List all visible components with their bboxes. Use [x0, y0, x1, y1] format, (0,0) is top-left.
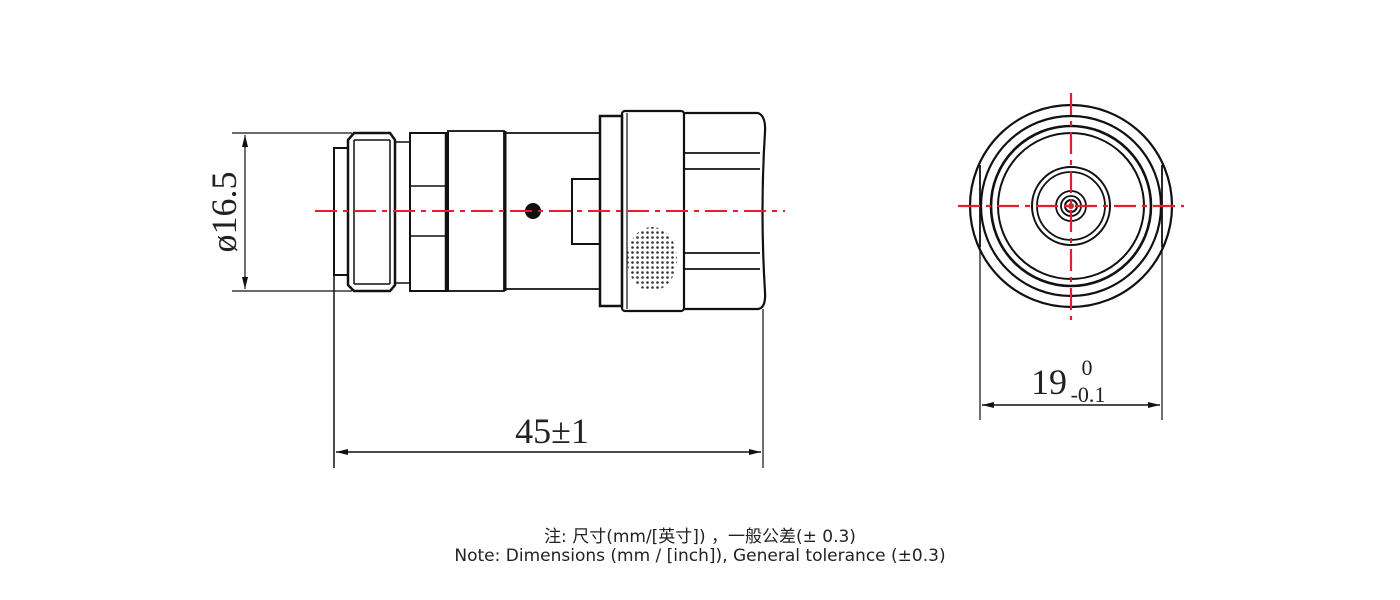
note-english: Note: Dimensions (mm / [inch]), General …	[454, 546, 946, 566]
side-view	[232, 109, 785, 468]
tolerance-upper: 0	[1082, 355, 1093, 380]
tolerance-lower: -0.1	[1071, 382, 1106, 407]
length-label: 45±1	[515, 411, 589, 451]
diameter-label: ø16.5	[204, 172, 244, 253]
note-chinese: 注: 尺寸(mm/[英寸]) ，一般公差(± 0.3)	[544, 527, 856, 547]
width-label: 19	[1031, 362, 1067, 402]
end-view	[958, 93, 1184, 420]
